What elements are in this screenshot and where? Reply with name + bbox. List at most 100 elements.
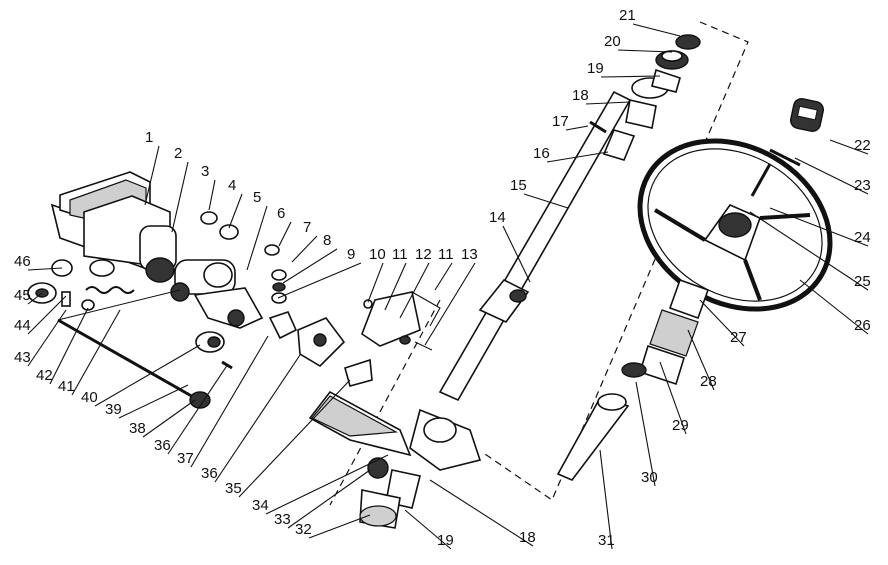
callout-40-leader	[94, 344, 201, 407]
callout-36a-leader	[214, 354, 301, 483]
callout-38-leader	[142, 399, 196, 438]
callout-25-leader	[749, 211, 869, 291]
callout-16: 16	[533, 145, 550, 162]
callout-3: 3	[201, 163, 209, 180]
callout-42-leader	[49, 307, 89, 385]
callout-38: 38	[129, 420, 146, 437]
callout-29-leader	[659, 361, 687, 435]
callout-32: 32	[295, 521, 312, 538]
callout-1: 1	[145, 129, 153, 146]
callout-34-leader	[265, 454, 389, 515]
callout-36b: 36	[154, 437, 171, 454]
callout-18b: 18	[519, 529, 536, 546]
callout-15: 15	[510, 177, 527, 194]
callout-1-leader	[144, 145, 160, 206]
callout-17: 17	[552, 113, 569, 130]
callout-19b: 19	[437, 532, 454, 549]
callout-6: 6	[277, 205, 285, 222]
callout-33: 33	[274, 511, 291, 528]
callout-41: 41	[58, 378, 75, 395]
callout-24: 24	[854, 229, 871, 246]
callout-3-leader	[208, 179, 216, 211]
callout-21: 21	[619, 7, 636, 24]
callout-44: 44	[14, 317, 31, 334]
callout-35-leader	[238, 379, 351, 498]
callout-16-leader	[546, 151, 609, 163]
callout-30: 30	[641, 469, 658, 486]
callout-9: 9	[347, 246, 355, 263]
callout-25: 25	[854, 273, 871, 290]
callout-2: 2	[174, 145, 182, 162]
upper-column-parts	[589, 34, 701, 161]
lower-sleeve	[556, 278, 710, 481]
callout-29: 29	[672, 417, 689, 434]
callout-19a: 19	[587, 60, 604, 77]
lower-shaft	[359, 457, 421, 529]
callout-11a-leader	[384, 262, 407, 311]
pedal-bracket	[308, 390, 412, 457]
callout-19a-leader	[600, 75, 661, 78]
callout-28-leader	[687, 329, 715, 391]
callout-23-leader	[794, 157, 869, 195]
callout-20: 20	[604, 33, 621, 50]
callout-14-leader	[502, 225, 531, 283]
callout-19b-leader	[404, 509, 452, 550]
callout-18a-leader	[585, 101, 631, 105]
universal-joint-parts	[268, 291, 441, 387]
callout-36a: 36	[201, 465, 218, 482]
callout-12: 12	[415, 246, 432, 263]
callout-46: 46	[14, 253, 31, 270]
callout-26-leader	[799, 279, 869, 335]
callout-43-leader	[27, 309, 67, 367]
callout-35: 35	[225, 480, 242, 497]
callout-18b-leader	[429, 479, 534, 547]
callout-14: 14	[489, 209, 506, 226]
callout-13-leader	[424, 262, 476, 346]
callout-27-leader	[699, 299, 745, 347]
callout-12-leader	[399, 262, 430, 319]
steering-wheel	[637, 97, 833, 312]
callout-10-leader	[367, 262, 384, 303]
callout-4-leader	[228, 193, 243, 229]
callout-33-leader	[287, 469, 371, 529]
callout-11a: 11	[392, 246, 408, 263]
callout-8: 8	[323, 232, 331, 249]
callout-22: 22	[854, 137, 871, 154]
callout-34: 34	[252, 497, 269, 514]
callout-39-leader	[118, 384, 189, 419]
callout-28: 28	[700, 373, 717, 390]
callout-20-leader	[617, 49, 673, 53]
callout-17-leader	[565, 125, 589, 131]
steering-box-housing	[50, 171, 264, 329]
callout-24-leader	[769, 207, 869, 247]
callout-31: 31	[598, 532, 615, 549]
callout-5-leader	[246, 205, 268, 271]
callout-42: 42	[36, 367, 53, 384]
callout-41-leader	[71, 309, 121, 396]
callout-11b: 11	[438, 246, 454, 263]
callout-4: 4	[228, 177, 236, 194]
callout-45-leader	[27, 292, 43, 305]
callout-15-leader	[523, 193, 569, 209]
callout-9-leader	[277, 262, 362, 299]
callout-7: 7	[303, 219, 311, 236]
callout-40: 40	[81, 389, 98, 406]
callout-22-leader	[829, 139, 869, 155]
callout-44-leader	[27, 295, 67, 335]
callout-46-leader	[27, 267, 63, 271]
callout-45: 45	[14, 287, 31, 304]
callout-30-leader	[635, 381, 656, 487]
callout-2-leader	[171, 161, 189, 233]
callout-31-leader	[599, 449, 613, 550]
callout-10: 10	[369, 246, 386, 263]
callout-23: 23	[854, 177, 871, 194]
callout-18a: 18	[572, 87, 589, 104]
callout-21-leader	[632, 23, 681, 37]
callout-26: 26	[854, 317, 871, 334]
callout-6-leader	[278, 221, 292, 247]
callout-36b-leader	[167, 363, 229, 455]
assembly-boundary	[329, 21, 749, 506]
callout-37-leader	[190, 335, 269, 468]
